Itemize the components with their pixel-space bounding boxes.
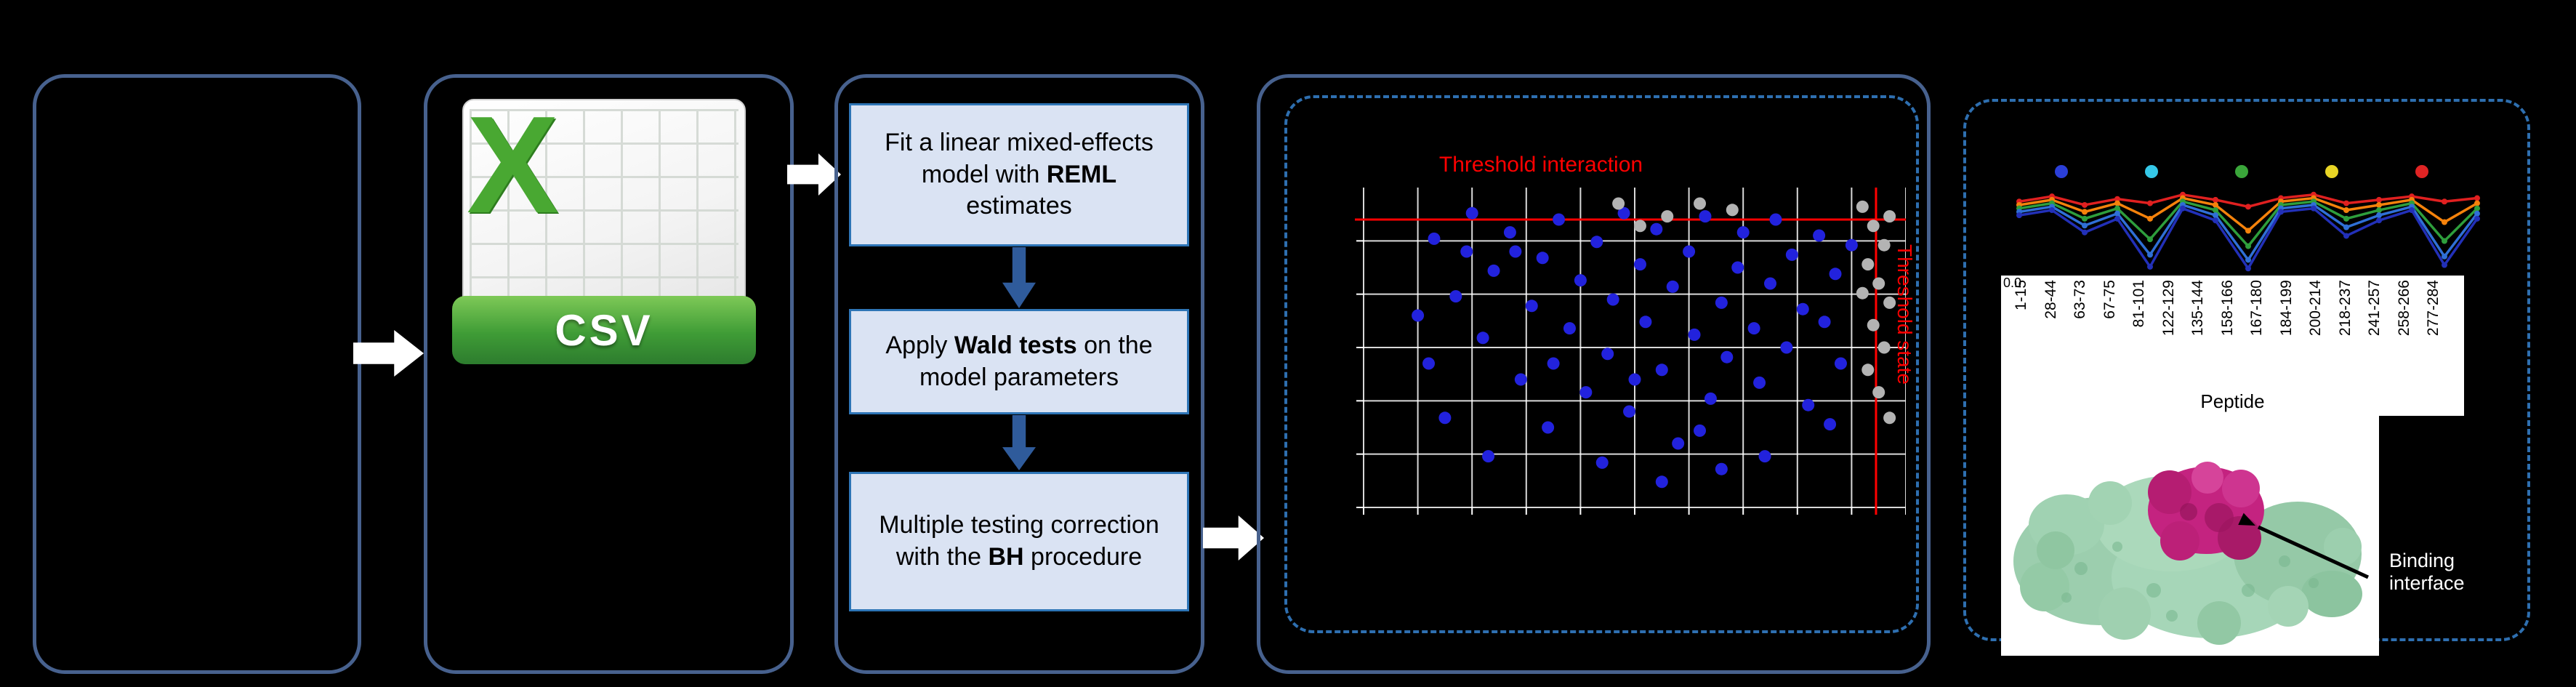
panel-input [33,74,361,674]
peptide-tick-label: 135-144 [2189,280,2206,337]
peptide-axis-title: Peptide [2200,390,2265,412]
timepoint-legend-dots [2055,165,2428,178]
panel-results [1257,74,1931,674]
peptide-tick-label: 28-44 [2042,280,2059,319]
workflow-step-wald-text: Apply Wald tests on the model parameters [885,331,1153,391]
peptide-tick-label: 200-214 [2307,280,2324,337]
workflow-step-bh-text: Multiple testing correction with the BH … [879,511,1159,571]
threshold-state-label: Threshold state [1893,244,1916,385]
excel-x-letter: X [467,99,559,242]
threshold-interaction-label: Threshold interaction [1438,153,1643,177]
csv-banner-label: CSV [452,296,756,364]
flow-arrow-3 [1203,515,1264,561]
scatter-grid [1356,188,1906,515]
workflow-step-wald: Apply Wald tests on the model parameters [849,309,1189,414]
peptide-tick-label: 122-129 [2160,280,2177,337]
workflow-step-reml: Fit a linear mixed-effects model with RE… [849,103,1189,246]
panel-csv [424,74,794,674]
protein-structure-panel [2001,416,2379,656]
peptide-tick-label: 81-101 [2130,280,2147,328]
y-tick-label: 0.0 [2003,276,2022,290]
peptide-line-plot [2016,165,2480,272]
peptide-tick-label: 63-73 [2072,280,2088,319]
scatter-points [1412,197,1896,489]
binding-site-surface [2148,462,2264,561]
peptide-tick-label: 158-166 [2218,280,2236,337]
spreadsheet-grid-icon [470,109,738,324]
flow-arrow-1 [353,330,424,377]
uptake-series [2016,191,2480,272]
binding-interface-arrow [2238,513,2370,579]
results-dashed-box [1284,95,1919,633]
flow-arrow-2 [787,153,841,196]
peptide-tick-label: 167-180 [2248,280,2265,337]
peptide-tick-label: 241-257 [2366,280,2383,337]
peptide-tick-label: 1-15 [2013,280,2029,311]
peptide-tick-label: 184-199 [2277,280,2295,337]
peptide-tick-label: 258-266 [2395,280,2412,337]
workflow-step-reml-text: Fit a linear mixed-effects model with RE… [885,129,1154,220]
threshold-scatter-plot [1355,188,1906,515]
workflow-step-bh: Multiple testing correction with the BH … [849,472,1189,611]
binding-interface-label: Binding interface [2389,550,2465,595]
protein-structure [2013,462,2370,645]
peptide-tick-label: 67-75 [2101,280,2118,319]
peptide-tick-label: 218-237 [2336,280,2354,337]
peptide-axis-panel: 0.0 1-15 28-44 63-73 67-75 81-101 122-129 135-… [2001,276,2464,416]
threshold-lines [1355,188,1906,515]
peptide-tick-label: 277-284 [2425,280,2442,337]
csv-file-icon: X CSV [452,99,756,370]
panel-statistical-workflow [834,74,1204,674]
